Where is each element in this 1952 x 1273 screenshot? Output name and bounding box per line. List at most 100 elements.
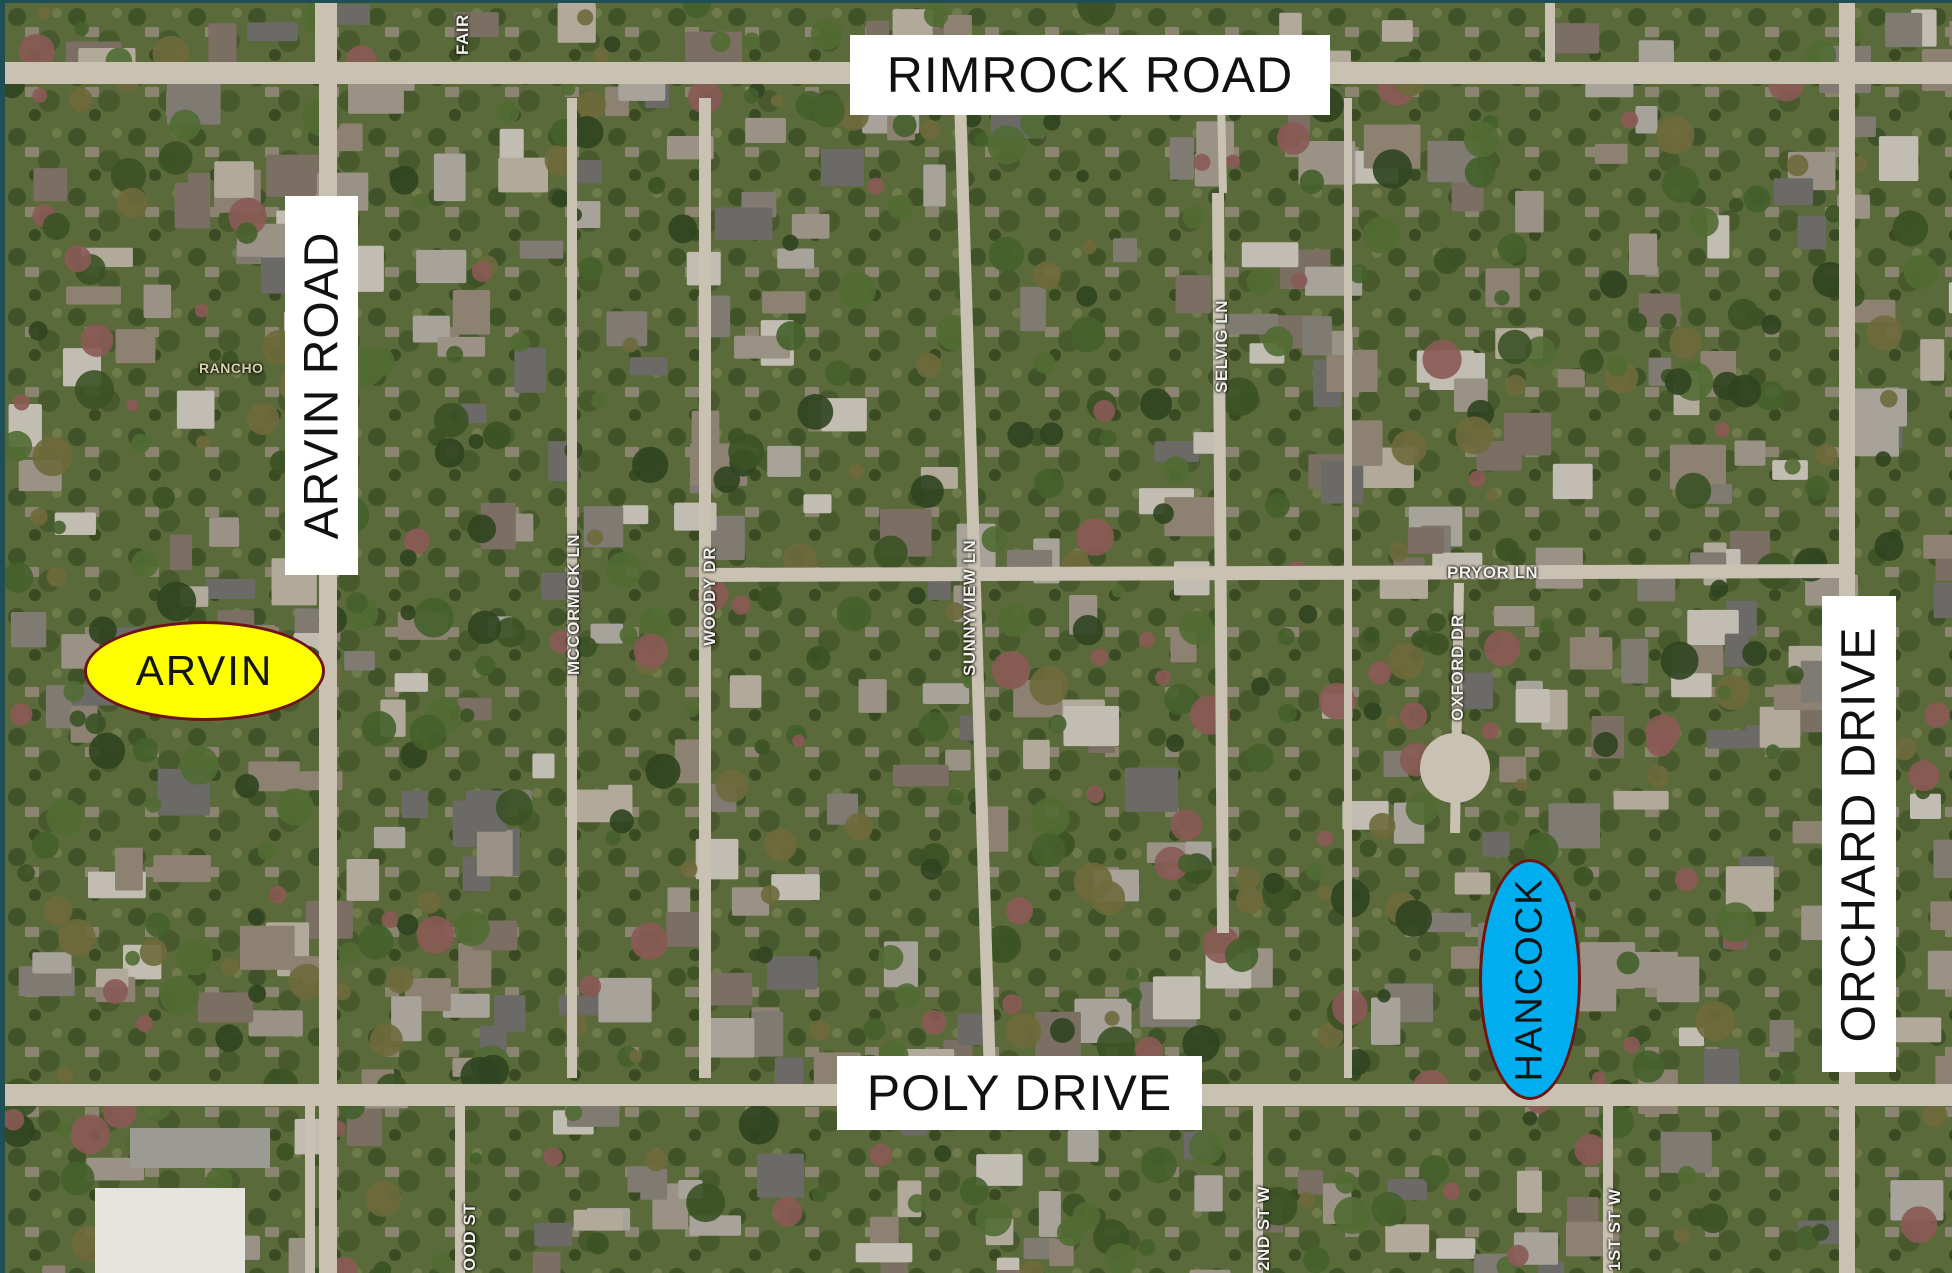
tree-canopy: [1539, 618, 1555, 633]
tree-canopy: [1606, 355, 1628, 378]
tree-canopy: [1761, 314, 1782, 335]
tree-canopy: [495, 617, 526, 648]
tree-canopy: [1591, 1071, 1607, 1086]
tree-canopy: [236, 222, 258, 244]
tree-canopy: [5, 562, 34, 593]
tree-canopy: [743, 88, 760, 104]
tree-canopy: [1306, 862, 1325, 881]
tree-canopy: [1400, 702, 1428, 730]
tree-canopy: [1405, 792, 1439, 826]
tree-canopy: [80, 324, 114, 357]
house-roof: [346, 859, 380, 901]
tree-canopy: [70, 1114, 110, 1155]
tree-canopy: [1162, 456, 1190, 483]
house-roof: [1381, 20, 1413, 42]
tree-canopy: [1523, 832, 1559, 868]
tree-canopy: [1177, 854, 1197, 873]
tree-canopy: [365, 1181, 402, 1217]
tree-canopy: [907, 1194, 927, 1213]
tree-canopy: [974, 132, 989, 147]
tree-canopy: [1349, 264, 1369, 284]
tree-canopy: [1224, 938, 1259, 972]
tree-canopy: [1368, 661, 1392, 685]
tree-canopy: [136, 1015, 154, 1033]
tree-canopy: [1005, 1013, 1042, 1050]
tree-canopy: [179, 745, 219, 785]
house-roof: [803, 494, 832, 514]
tree-canopy: [975, 1199, 1012, 1237]
house-roof: [532, 1251, 561, 1273]
house-roof: [1112, 238, 1138, 263]
tree-canopy: [1188, 1130, 1224, 1165]
house-roof: [1189, 1269, 1231, 1273]
tree-canopy: [1031, 833, 1066, 868]
house-roof: [1124, 767, 1179, 812]
tree-canopy: [1698, 1203, 1728, 1234]
tree-canopy: [760, 885, 780, 905]
house-roof: [1196, 121, 1234, 157]
tree-canopy: [619, 625, 638, 645]
house-roof: [1407, 527, 1444, 554]
house-roof: [1594, 143, 1628, 164]
tree-canopy: [125, 950, 140, 966]
tree-canopy: [1277, 628, 1295, 646]
house-roof: [452, 290, 491, 335]
tree-canopy: [247, 909, 265, 926]
house-roof: [519, 240, 564, 259]
tree-canopy: [1114, 847, 1127, 861]
pryor-lane: [704, 564, 1856, 582]
tree-canopy: [74, 21, 89, 36]
tree-canopy: [1166, 734, 1184, 753]
house-roof: [1910, 793, 1941, 819]
house-roof: [1923, 534, 1952, 559]
house-roof: [373, 826, 406, 849]
tree-canopy: [1076, 518, 1115, 556]
tree-canopy: [923, 3, 949, 28]
house-roof: [114, 847, 143, 891]
house-roof: [33, 168, 68, 202]
tree-canopy: [1258, 1186, 1298, 1226]
tree-canopy: [475, 655, 496, 676]
street-label-pryor: PRYOR LN: [1447, 563, 1539, 582]
parking-lot: [130, 1128, 270, 1168]
tree-canopy: [5, 430, 33, 462]
tree-canopy: [268, 885, 287, 904]
house-roof: [1920, 339, 1945, 381]
house-roof: [757, 1153, 804, 1198]
tree-canopy: [1494, 290, 1510, 306]
tree-canopy: [1463, 121, 1500, 158]
house-roof: [1734, 440, 1766, 466]
tree-canopy: [1634, 1025, 1652, 1043]
tree-canopy: [1182, 1025, 1220, 1063]
house-roof: [1320, 460, 1364, 504]
tree-canopy: [825, 360, 851, 386]
house-roof: [1485, 268, 1520, 308]
tree-canopy: [1363, 702, 1382, 721]
tree-canopy: [409, 714, 446, 751]
tree-canopy: [1786, 154, 1809, 177]
school-building: [95, 1188, 245, 1273]
house-roof: [1637, 575, 1676, 602]
tree-canopy: [1812, 1223, 1830, 1241]
tree-canopy: [1689, 207, 1719, 237]
house-roof: [821, 398, 867, 432]
tree-canopy: [1082, 239, 1097, 255]
tree-canopy: [42, 895, 73, 926]
house-roof: [1503, 412, 1552, 456]
house-roof: [153, 855, 211, 883]
tree-canopy: [418, 890, 441, 914]
tree-canopy: [633, 633, 669, 669]
house-roof: [923, 164, 946, 207]
house-roof: [606, 311, 648, 347]
tree-canopy: [248, 984, 267, 1003]
tree-canopy: [959, 1176, 989, 1206]
street-label-ood: OOD ST: [460, 1202, 479, 1271]
house-roof: [745, 117, 786, 144]
house-roof: [1279, 12, 1302, 37]
tree-canopy: [1140, 388, 1173, 421]
tree-canopy: [88, 616, 117, 645]
tree-canopy: [1660, 313, 1677, 330]
tree-canopy: [591, 392, 608, 409]
tree-canopy: [1362, 216, 1400, 254]
tree-canopy: [400, 605, 416, 621]
